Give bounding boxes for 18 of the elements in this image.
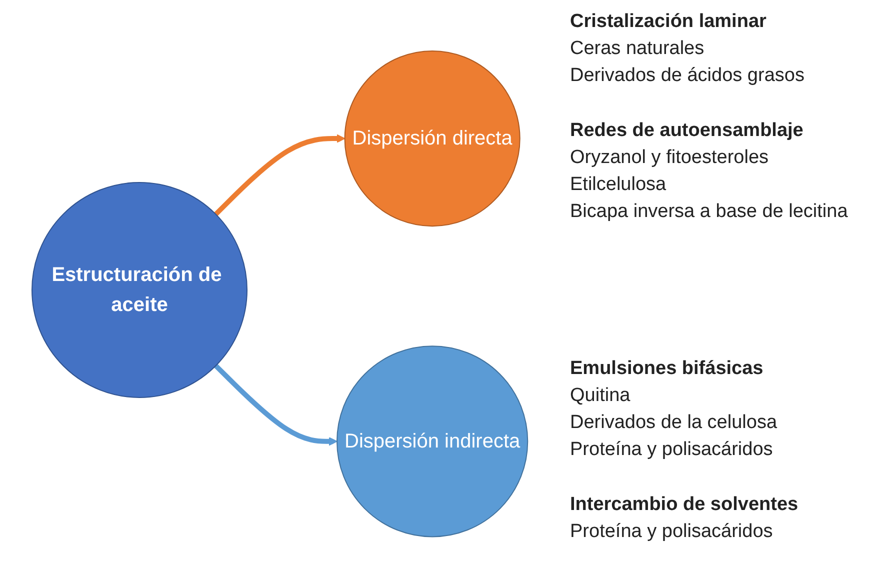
node-circle: Dispersión indirecta — [336, 346, 528, 538]
list-item: Oryzanol y fitoesteroles — [570, 146, 770, 170]
list-item: Derivados de ácidos grasos — [570, 64, 806, 88]
category-heading: Redes de autoensamblaje — [570, 119, 804, 143]
arrow — [214, 134, 346, 216]
arrow — [214, 364, 338, 446]
category-heading: Cristalización laminar — [570, 10, 768, 34]
list-item: Derivados de la celulosa — [570, 411, 778, 435]
list-item: Bicapa inversa a base de lecitina — [570, 200, 849, 224]
list-item: Quitina — [570, 384, 632, 408]
node-circle: Dispersión directa — [344, 50, 521, 227]
list-item: Proteína y polisacáridos — [570, 520, 774, 544]
list-item: Etilcelulosa — [570, 173, 668, 197]
list-item: Proteína y polisacáridos — [570, 438, 774, 462]
list-item: Ceras naturales — [570, 37, 706, 61]
category-heading: Intercambio de solventes — [570, 493, 800, 517]
category-heading: Emulsiones bifásicas — [570, 357, 764, 381]
node-circle: Estructuración de aceite — [32, 182, 248, 398]
